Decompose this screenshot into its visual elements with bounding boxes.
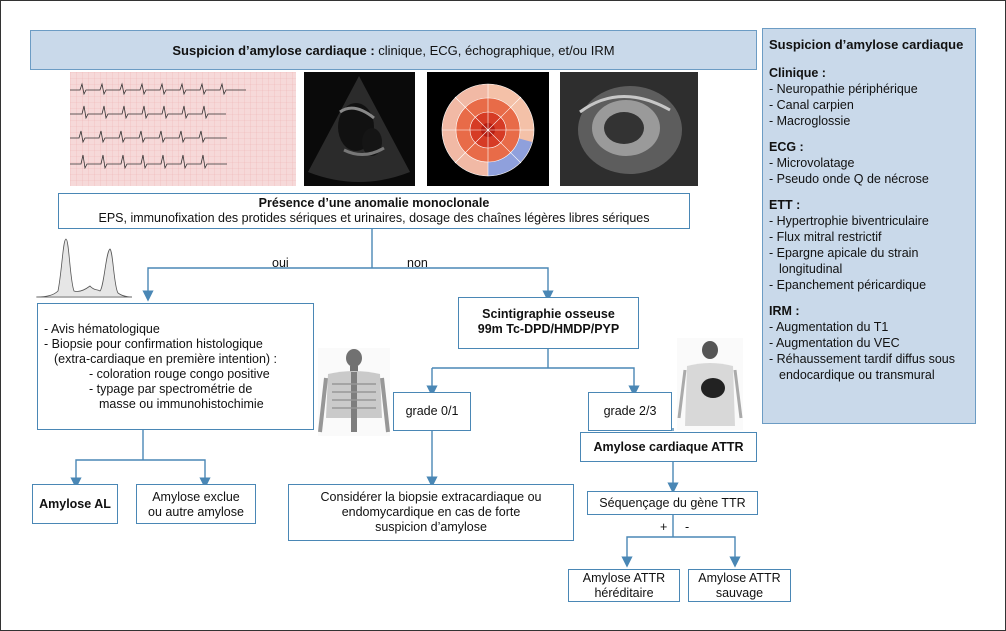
label-oui: oui: [272, 256, 289, 270]
label-non: non: [407, 256, 428, 270]
list-item: - Pseudo onde Q de nécrose: [769, 172, 929, 186]
list-item: - Augmentation du T1: [769, 320, 889, 334]
monoclonal-title: Présence d’une anomalie monoclonale: [258, 196, 490, 210]
wild-type-line: Amylose ATTR: [698, 571, 781, 585]
connector-oui: [142, 267, 372, 302]
connector-exclue: [143, 459, 211, 489]
hemato-box: - Avis hématologique - Biopsie pour conf…: [37, 303, 314, 430]
hereditary-line: héréditaire: [594, 586, 654, 600]
grade-0-1-box: grade 0/1: [393, 392, 471, 431]
connector-grade23: [548, 367, 640, 397]
biopsy-line: suspicion d’amylose: [375, 520, 487, 534]
wild-type-box: Amylose ATTR sauvage: [688, 569, 791, 602]
section-heading: ETT :: [769, 198, 801, 212]
suspicion-header: Suspicion d’amylose cardiaque : clinique…: [30, 30, 757, 70]
connector-non: [372, 267, 554, 302]
attr-box: Amylose cardiaque ATTR: [580, 432, 757, 462]
biopsy-box: Considérer la biopsie extracardiaque ou …: [288, 484, 574, 541]
section-heading: IRM :: [769, 304, 800, 318]
hereditary-box: Amylose ATTR héréditaire: [568, 569, 680, 602]
monoclonal-box: Présence d’une anomalie monoclonale EPS,…: [58, 193, 690, 229]
connector-grade01: [432, 367, 548, 391]
list-item: - Augmentation du VEC: [769, 336, 900, 350]
hemato-line: - typage par spectrométrie de: [89, 382, 253, 396]
connector-sauv: [673, 536, 741, 568]
label-plus: +: [660, 520, 668, 534]
list-item: - Neuropathie périphérique: [769, 82, 918, 96]
sidebar-title: Suspicion d’amylose cardiaque: [769, 37, 964, 52]
mri-image: [560, 72, 698, 186]
exclue-line: Amylose exclue: [152, 490, 240, 504]
section-ecg: ECG : - Microvolatage - Pseudo onde Q de…: [769, 139, 971, 187]
scintigraphy-box: Scintigraphie osseuse 99m Tc-DPD/HMDP/PY…: [458, 297, 639, 349]
scinti-line: 99m Tc-DPD/HMDP/PYP: [477, 322, 620, 336]
biopsy-line: endomycardique en cas de forte: [341, 505, 521, 519]
connector-al: [70, 459, 143, 489]
grade-2-3-box: grade 2/3: [588, 392, 672, 431]
echo-image: [304, 72, 415, 186]
section-irm: IRM : - Augmentation du T1 - Augmentatio…: [769, 303, 971, 383]
strain-bullseye-image: [427, 72, 549, 186]
grade-2-3-label: grade 2/3: [603, 404, 657, 418]
section-ett: ETT : - Hypertrophie biventriculaire - F…: [769, 197, 971, 293]
attr-label: Amylose cardiaque ATTR: [593, 440, 744, 454]
list-item: - Epargne apicale du strain longitudinal: [769, 246, 919, 276]
section-heading: ECG :: [769, 140, 804, 154]
exclue-line: ou autre amylose: [148, 505, 244, 519]
hemato-line: (extra-cardiaque en première intention) …: [54, 352, 278, 366]
bone-scan-positive-image: [677, 338, 743, 430]
amylose-exclue-box: Amylose exclue ou autre amylose: [136, 484, 256, 524]
biopsy-line: Considérer la biopsie extracardiaque ou: [320, 490, 542, 504]
list-item: - Canal carpien: [769, 98, 854, 112]
amylose-al-box: Amylose AL: [32, 484, 118, 524]
list-item: - Epanchement péricardique: [769, 278, 927, 292]
bone-scan-negative-image: [318, 348, 390, 436]
criteria-sidebar: Suspicion d’amylose cardiaque Clinique :…: [762, 28, 976, 424]
list-item: - Flux mitral restrictif: [769, 230, 882, 244]
list-item: - Macroglossie: [769, 114, 851, 128]
list-item: - Réhaussement tardif diffus sous endoca…: [769, 352, 955, 382]
hemato-line: masse ou immunohistochimie: [99, 397, 264, 411]
connector-hered: [621, 536, 673, 568]
header-rest: clinique, ECG, échographique, et/ou IRM: [374, 42, 615, 58]
hereditary-line: Amylose ATTR: [582, 571, 666, 585]
list-item: - Microvolatage: [769, 156, 855, 170]
amylose-al-label: Amylose AL: [39, 497, 111, 511]
monoclonal-text: EPS, immunofixation des protides sérique…: [98, 211, 650, 225]
wild-type-line: sauvage: [715, 586, 764, 600]
hemato-line: - Avis hématologique: [44, 322, 160, 336]
section-clinique: Clinique : - Neuropathie périphérique - …: [769, 65, 971, 129]
electrophoresis-image: [34, 231, 134, 301]
hemato-line: - Biopsie pour confirmation histologique: [44, 337, 263, 351]
section-heading: Clinique :: [769, 66, 826, 80]
ecg-image: [70, 72, 296, 186]
grade-0-1-label: grade 0/1: [405, 404, 459, 418]
header-bold: Suspicion d’amylose cardiaque :: [172, 42, 375, 58]
hemato-line: - coloration rouge congo positive: [89, 367, 270, 381]
scinti-line: Scintigraphie osseuse: [482, 307, 615, 321]
sequencing-box: Séquençage du gène TTR: [587, 491, 758, 515]
list-item: - Hypertrophie biventriculaire: [769, 214, 929, 228]
sequencing-label: Séquençage du gène TTR: [599, 496, 746, 510]
label-minus: -: [685, 520, 690, 534]
